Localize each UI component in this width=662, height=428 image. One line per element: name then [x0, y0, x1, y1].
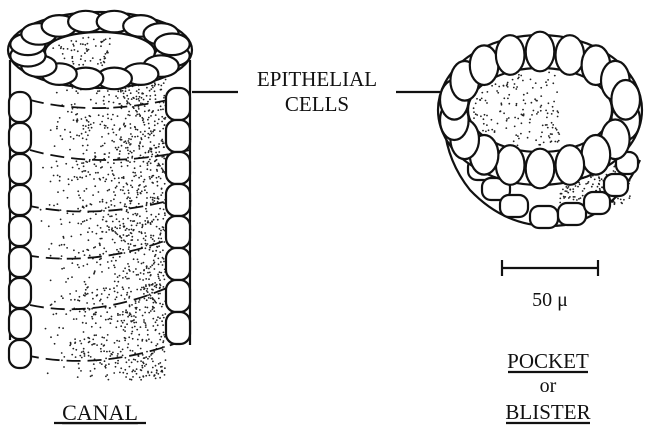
- epithelial-cell: [611, 80, 640, 120]
- pocket-caption: POCKET: [507, 349, 589, 373]
- epithelial-callout: EPITHELIAL CELLS: [192, 67, 440, 116]
- canal-caption: CANAL: [62, 400, 138, 425]
- epithelial-cell: [556, 35, 585, 75]
- epithelial-cell: [526, 32, 555, 72]
- epithelial-cell: [155, 34, 190, 56]
- pocket-figure: [438, 32, 642, 228]
- scale-bar-label: 50 μ: [532, 289, 568, 311]
- epithelial-label-line1: EPITHELIAL: [257, 67, 377, 91]
- canal-left-cells: [9, 92, 31, 368]
- epithelial-cell: [556, 145, 585, 185]
- epithelial-cell: [470, 45, 499, 85]
- canal-figure: [8, 11, 192, 381]
- epithelial-cell: [582, 135, 611, 175]
- canal-stippling: [40, 69, 167, 381]
- or-caption: or: [540, 375, 557, 397]
- epithelial-cell: [526, 149, 555, 189]
- blister-caption: BLISTER: [505, 400, 590, 424]
- scale-bar: 50 μ: [502, 260, 598, 311]
- canal-right-cells: [166, 88, 190, 344]
- epithelial-cell: [496, 35, 525, 75]
- epithelial-cell: [496, 145, 525, 185]
- epithelial-label-line2: CELLS: [285, 92, 349, 116]
